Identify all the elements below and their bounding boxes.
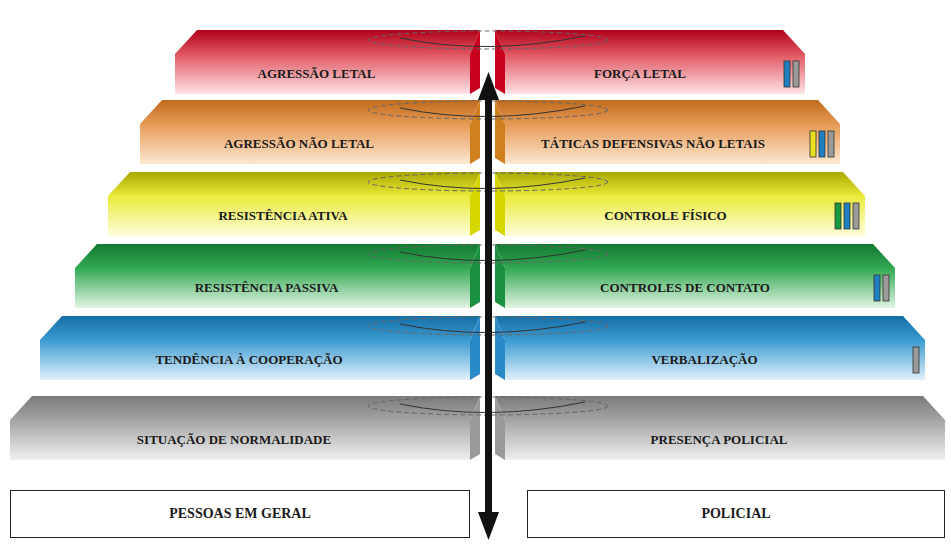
police-response-step: CONTROLE FÍSICO bbox=[505, 196, 865, 236]
level-indicator-bar bbox=[883, 275, 889, 301]
step-label: VERBALIZAÇÃO bbox=[651, 352, 757, 368]
step-label: PESSOAS EM GERAL bbox=[169, 506, 311, 522]
step-label: AGRESSÃO LETAL bbox=[258, 66, 376, 82]
step-label: RESISTÊNCIA PASSIVA bbox=[195, 280, 339, 296]
step-label: PRESENÇA POLICIAL bbox=[651, 432, 788, 448]
step-side-face bbox=[470, 172, 480, 236]
escalation-arrowhead bbox=[478, 72, 499, 100]
level-indicator-bar bbox=[853, 203, 859, 229]
level-indicator-bar bbox=[835, 203, 841, 229]
escalation-arrow bbox=[485, 96, 492, 516]
step-label: CONTROLES DE CONTATO bbox=[600, 280, 770, 296]
step-side-face bbox=[470, 100, 480, 164]
step-side-face bbox=[495, 316, 505, 380]
step-side-face bbox=[495, 396, 505, 460]
level-indicator-bar bbox=[874, 275, 880, 301]
step-label: TENDÊNCIA À COOPERAÇÃO bbox=[155, 352, 342, 368]
rotation-curve bbox=[368, 31, 608, 49]
step-top-face bbox=[10, 396, 480, 420]
rotation-curve bbox=[400, 250, 585, 261]
person-behavior-step: AGRESSÃO NÃO LETAL bbox=[140, 124, 470, 164]
level-indicator-bar bbox=[844, 203, 850, 229]
step-side-face bbox=[470, 30, 480, 94]
step-label: RESISTÊNCIA ATIVA bbox=[218, 208, 347, 224]
police-response-step: VERBALIZAÇÃO bbox=[505, 340, 925, 380]
step-side-face bbox=[495, 30, 505, 94]
step-top-face bbox=[495, 396, 945, 420]
police-response-step: CONTROLES DE CONTATO bbox=[505, 268, 895, 308]
group-label-box: PESSOAS EM GERAL bbox=[10, 490, 470, 538]
step-top-face bbox=[40, 316, 480, 340]
step-label: SITUAÇÃO DE NORMALIDADE bbox=[137, 432, 331, 448]
step-label: POLICIAL bbox=[701, 506, 770, 522]
person-behavior-step: TENDÊNCIA À COOPERAÇÃO bbox=[40, 340, 470, 380]
group-label-box: POLICIAL bbox=[527, 490, 945, 538]
step-side-face bbox=[470, 244, 480, 308]
step-label: CONTROLE FÍSICO bbox=[604, 208, 726, 224]
step-side-face bbox=[495, 100, 505, 164]
step-side-face bbox=[495, 244, 505, 308]
rotation-curve bbox=[400, 106, 585, 117]
rotation-curve bbox=[400, 36, 585, 47]
step-top-face bbox=[495, 316, 925, 340]
police-response-step: FORÇA LETAL bbox=[505, 54, 805, 94]
level-indicator-bar bbox=[810, 131, 816, 157]
level-indicator-bar bbox=[819, 131, 825, 157]
step-top-face bbox=[140, 100, 480, 124]
step-side-face bbox=[470, 396, 480, 460]
person-behavior-step: AGRESSÃO LETAL bbox=[175, 54, 470, 94]
police-response-step: TÁTICAS DEFENSIVAS NÃO LETAIS bbox=[505, 124, 840, 164]
police-response-step: PRESENÇA POLICIAL bbox=[505, 420, 945, 460]
level-indicator-bar bbox=[784, 61, 790, 87]
step-top-face bbox=[175, 30, 480, 54]
level-indicator-bar bbox=[793, 61, 799, 87]
step-side-face bbox=[470, 316, 480, 380]
level-indicator-bar bbox=[828, 131, 834, 157]
rotation-curve bbox=[400, 178, 585, 189]
person-behavior-step: RESISTÊNCIA PASSIVA bbox=[75, 268, 470, 308]
rotation-curve bbox=[400, 322, 585, 333]
step-top-face bbox=[75, 244, 480, 268]
step-top-face bbox=[495, 244, 895, 268]
level-indicator-bar bbox=[913, 347, 919, 373]
step-label: AGRESSÃO NÃO LETAL bbox=[224, 136, 374, 152]
step-side-face bbox=[495, 172, 505, 236]
person-behavior-step: RESISTÊNCIA ATIVA bbox=[108, 196, 470, 236]
step-label: TÁTICAS DEFENSIVAS NÃO LETAIS bbox=[541, 136, 765, 152]
step-label: FORÇA LETAL bbox=[594, 66, 686, 82]
person-behavior-step: SITUAÇÃO DE NORMALIDADE bbox=[10, 420, 470, 460]
rotation-curve bbox=[400, 402, 585, 413]
escalation-arrowhead bbox=[478, 512, 499, 540]
step-top-face bbox=[495, 30, 805, 54]
